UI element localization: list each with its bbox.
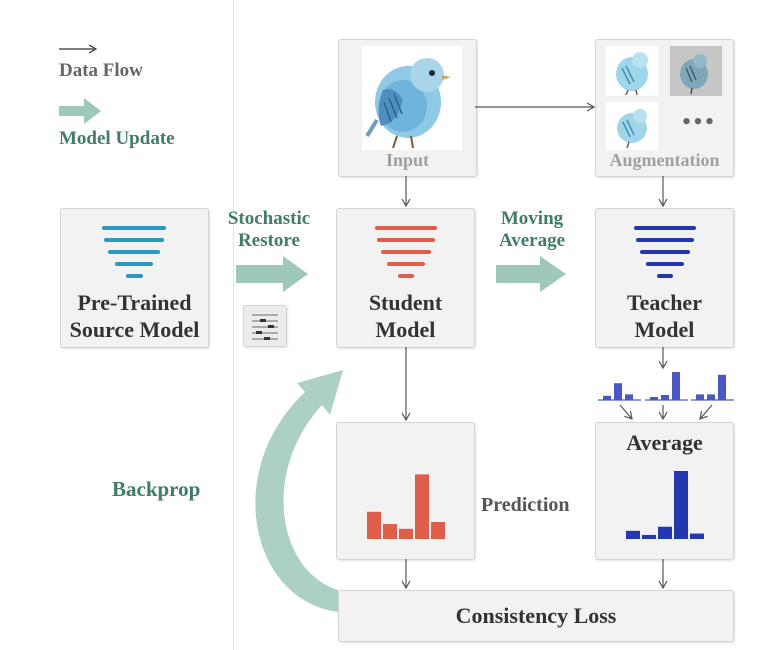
- consistency-loss-label: Consistency Loss: [455, 603, 617, 628]
- augmentation-box: ••• Augmentation: [595, 39, 734, 177]
- student-prediction-bar-4: [415, 474, 429, 539]
- teacher-model-title-line1: Teacher: [627, 290, 702, 315]
- input-caption: Input: [385, 150, 430, 170]
- backprop-label: Backprop: [112, 477, 201, 501]
- average-box: Average: [595, 422, 734, 560]
- average-prediction-bar-2: [642, 534, 656, 539]
- restore-mask-icon: [243, 305, 287, 347]
- moving-average-label-line2: Average: [498, 230, 566, 251]
- teacher-model-title-line2: Model: [634, 317, 695, 342]
- average-title: Average: [626, 430, 703, 455]
- stochastic-restore-label-line2: Restore: [238, 230, 300, 251]
- source-model-title-line1: Pre-Trained: [77, 290, 192, 315]
- student-prediction-bar-3: [399, 528, 413, 539]
- augmented-images: [606, 46, 722, 150]
- source-model-icon: [102, 226, 166, 278]
- data-flow-legend-label: Data Flow: [59, 60, 143, 81]
- input-box: Input: [338, 39, 477, 177]
- student-prediction-bar-2: [383, 524, 397, 539]
- teacher-model-icon: [634, 226, 696, 278]
- average-prediction-bar-5: [690, 533, 704, 539]
- panel-divider: [233, 0, 234, 650]
- prediction-label: Prediction: [481, 494, 570, 516]
- augmentation-caption: Augmentation: [609, 150, 720, 170]
- stochastic-restore-label-line1: Stochastic: [227, 208, 311, 229]
- consistency-loss-box: Consistency Loss: [338, 590, 734, 642]
- student-model-title-line2: Model: [375, 317, 436, 342]
- source-model-title-line2: Source Model: [69, 317, 200, 342]
- bird-input-image: [362, 46, 462, 150]
- student-prediction-chart: [367, 474, 445, 539]
- source-model-box: Pre-Trained Source Model: [60, 208, 209, 348]
- model-update-legend-arrow: [59, 98, 101, 124]
- student-model-title-line1: Student: [368, 290, 443, 315]
- teacher-model-box: Teacher Model: [595, 208, 734, 348]
- student-prediction-bar-1: [367, 511, 381, 539]
- average-prediction-chart: [626, 471, 704, 539]
- student-prediction-bar-5: [431, 522, 445, 539]
- student-model-box: Student Model: [336, 208, 475, 348]
- student-model-icon: [375, 226, 437, 278]
- more-augmentations-ellipsis: •••: [680, 112, 716, 133]
- average-prediction-bar-4: [674, 471, 688, 539]
- average-prediction-bar-1: [626, 530, 640, 539]
- moving-average-label-line1: Moving: [500, 208, 564, 229]
- model-update-legend-label: Model Update: [59, 128, 175, 149]
- average-prediction-bar-3: [658, 526, 672, 539]
- student-prediction-box: [336, 422, 475, 560]
